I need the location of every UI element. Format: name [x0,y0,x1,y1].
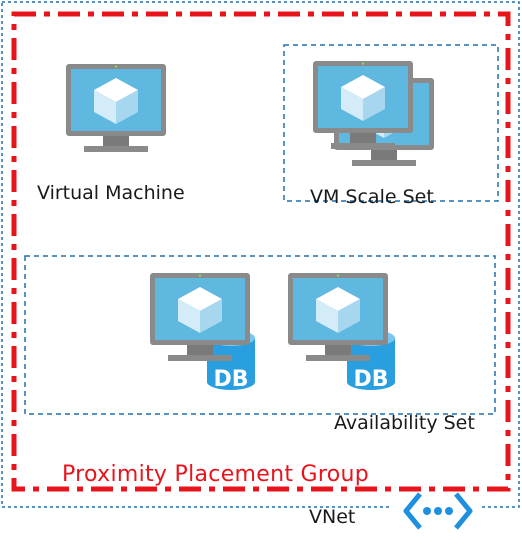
vm-scale-set-icon [313,61,434,166]
proximity-placement-group-label: Proximity Placement Group [62,462,370,487]
db-badge-1: DB [213,367,248,392]
vnet-icon [392,492,482,530]
vmss-boundary [283,44,499,202]
vnet-boundary [1,1,520,508]
db-badge-2: DB [353,367,388,392]
virtual-machine-label: Virtual Machine [37,182,185,204]
vm-monitor-icon [66,64,166,152]
availability-set-label: Availability Set [334,412,475,434]
vm-scale-set-label: VM Scale Set [310,186,434,208]
availability-set-boundary [24,255,496,415]
vnet-label: VNet [309,506,356,528]
